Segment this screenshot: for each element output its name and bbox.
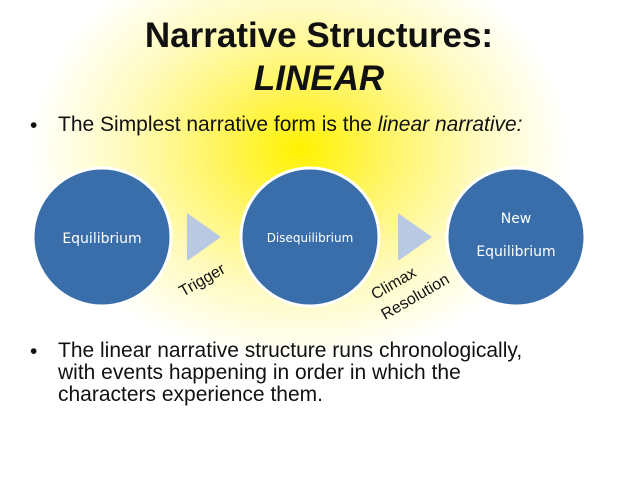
arrow-right-icon: [187, 213, 221, 261]
bullet-dot: •: [30, 114, 38, 137]
disequilibrium-circle: [239, 166, 381, 308]
bullet-2-line-3: characters experience them.: [58, 383, 323, 406]
bullet-point-1: • The Simplest narrative form is the lin…: [30, 114, 523, 138]
slide-title-linear: LINEAR: [253, 59, 385, 98]
bullet-2-line-1: The linear narrative structure runs chro…: [58, 339, 523, 362]
bullet-2-line-2: with events happening in order in which …: [58, 361, 461, 384]
node-label-equilibrium: Equilibrium: [62, 231, 141, 247]
node-label-equilibrium-2: Equilibrium: [476, 244, 555, 260]
bullet-1-emphasis: linear narrative:: [377, 113, 523, 136]
slide-title: Narrative Structures:: [144, 16, 494, 55]
bullet-dot: •: [30, 340, 38, 363]
node-label-new: New: [501, 211, 532, 227]
trigger-label: Trigger: [177, 260, 229, 300]
bullet-2-text: The linear narrative structure runs chro…: [58, 340, 522, 406]
equilibrium-circle: [31, 166, 173, 308]
node-label-disequilibrium: Disequilibrium: [267, 231, 354, 245]
new-equilibrium-circle: [445, 166, 587, 308]
arrow-right-icon: [398, 213, 432, 261]
bullet-point-2: • The linear narrative structure runs ch…: [30, 340, 610, 406]
bullet-1-text: The Simplest narrative form is the linea…: [58, 113, 523, 136]
